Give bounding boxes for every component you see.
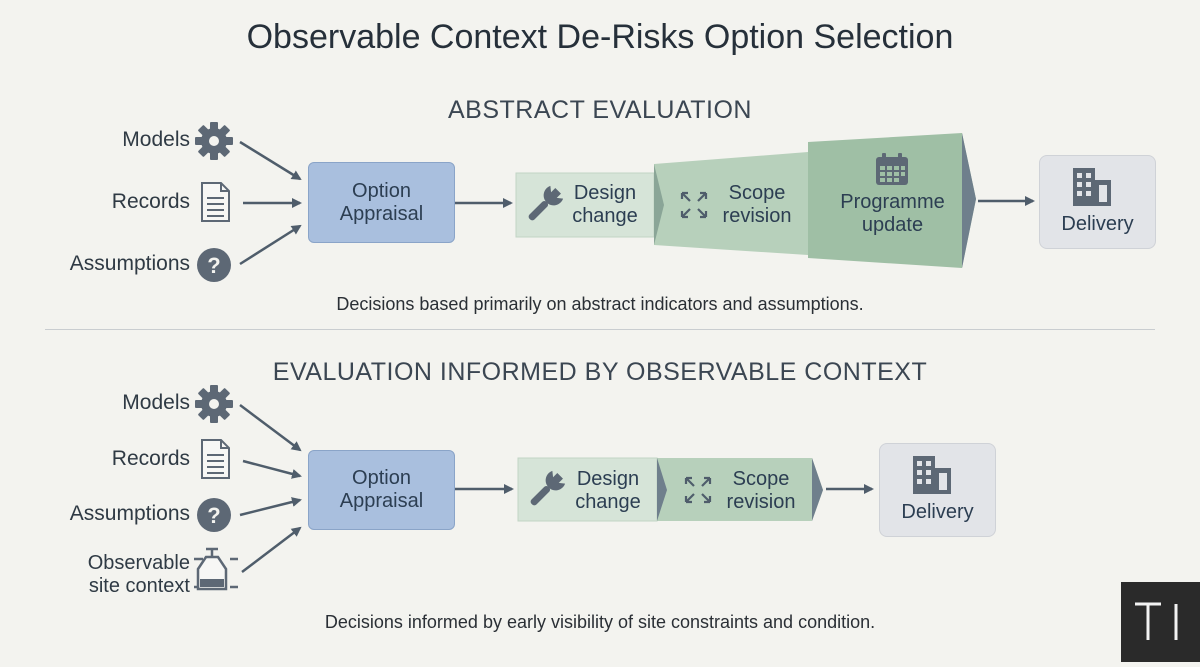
stage-scope-tip-b <box>812 458 823 521</box>
stage-scope-line1: Scope <box>728 182 786 204</box>
expand-arrows-icon <box>680 191 708 219</box>
brand-logo <box>1121 582 1200 662</box>
caption-bottom: Decisions informed by early visibility o… <box>324 612 876 632</box>
stage-scope-edge <box>654 164 664 245</box>
page-title: Observable Context De-Risks Option Selec… <box>246 18 954 56</box>
document-icon <box>201 439 230 479</box>
ti-logo-mark <box>1135 602 1178 640</box>
svg-text:?: ? <box>207 503 220 528</box>
stage-design-line1: Design <box>573 182 637 204</box>
input-label-models: Models <box>122 128 190 151</box>
stage-programme-edge <box>962 133 976 268</box>
site-context-line1: Observable <box>87 552 190 574</box>
stage-scope-revision: Scope revision <box>712 182 802 228</box>
site-context-line2: site context <box>88 575 190 597</box>
stage-scope-edge-b <box>657 458 667 521</box>
building-icon <box>913 456 951 494</box>
question-icon: ? <box>197 248 231 282</box>
document-icon <box>201 182 230 222</box>
option-appraisal-line2: Appraisal <box>339 202 424 225</box>
stage-scope-revision-b: Scope revision <box>716 468 806 514</box>
arrow-assumptions-to-option-b <box>239 497 302 517</box>
input-label-assumptions: Assumptions <box>69 252 190 275</box>
stage-design-line2: change <box>572 205 638 227</box>
arrow-models-to-option <box>239 140 302 181</box>
section-divider <box>45 329 1155 330</box>
stage-design-b-line1: Design <box>576 468 640 490</box>
expand-arrows-icon <box>684 476 712 504</box>
arrow-site-to-option-b <box>241 526 302 573</box>
wrench-icon <box>530 470 566 506</box>
gear-icon <box>195 385 233 423</box>
caption-top: Decisions based primarily on abstract in… <box>336 294 864 314</box>
option-appraisal-b-line2: Appraisal <box>339 490 424 512</box>
option-appraisal-box-b: Option Appraisal <box>308 450 455 530</box>
delivery-label-bottom: Delivery <box>901 501 974 523</box>
option-appraisal-box: Option Appraisal <box>308 162 455 243</box>
stage-programme-shape <box>808 133 976 268</box>
svg-text:?: ? <box>207 253 220 278</box>
stage-design-change: Design change <box>560 182 650 228</box>
input-label-records-b: Records <box>111 447 190 470</box>
delivery-label-top: Delivery <box>1061 213 1134 235</box>
stage-scope-b-line1: Scope <box>732 468 790 490</box>
stage-programme-line1: Programme <box>840 191 945 213</box>
arrow-models-to-option-b <box>239 404 302 452</box>
input-label-assumptions-b: Assumptions <box>69 502 190 525</box>
stage-programme-update: Programme update <box>825 191 960 237</box>
arrow-assumptions-to-option <box>239 224 302 266</box>
building-icon <box>1073 168 1111 206</box>
question-icon: ? <box>197 498 231 532</box>
stage-programme-line2: update <box>861 214 924 236</box>
stage-scope-shape <box>654 152 808 255</box>
input-label-models-b: Models <box>122 391 190 414</box>
calendar-icon <box>876 153 908 185</box>
section-title-observable: EVALUATION INFORMED BY OBSERVABLE CONTEX… <box>272 358 928 386</box>
arrow-records-to-option-b <box>242 459 302 479</box>
gear-icon <box>195 122 233 160</box>
stage-scope-b-line2: revision <box>726 491 796 513</box>
section-title-abstract: ABSTRACT EVALUATION <box>447 96 752 124</box>
input-label-records: Records <box>111 190 190 213</box>
wrench-icon <box>528 185 564 221</box>
stage-design-change-b: Design change <box>563 468 653 514</box>
option-appraisal-line1: Option <box>352 179 411 202</box>
stage-scope-line2: revision <box>722 205 792 227</box>
input-label-site-context: Observable site context <box>0 552 190 598</box>
option-appraisal-b-line1: Option <box>352 467 411 489</box>
stage-scope-shape-b <box>657 458 823 521</box>
stage-design-b-line2: change <box>575 491 641 513</box>
site-context-icon <box>194 547 238 591</box>
